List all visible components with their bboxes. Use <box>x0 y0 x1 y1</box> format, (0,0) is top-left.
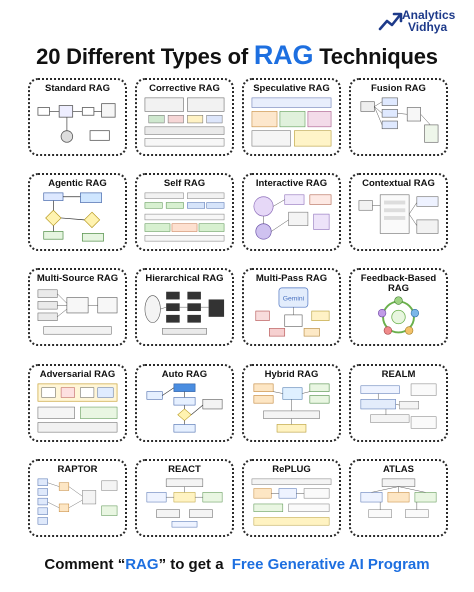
card-corrective-rag[interactable]: Corrective RAG <box>135 78 234 156</box>
card-fusion-rag[interactable]: Fusion RAG <box>349 78 448 156</box>
card-feedback-based-rag[interactable]: Feedback-Based RAG <box>349 268 448 346</box>
card-atlas[interactable]: ATLAS <box>349 459 448 537</box>
title-prefix: 20 Different Types of <box>36 44 248 69</box>
card-title: RAPTOR <box>57 464 98 475</box>
card-title: REALM <box>381 369 416 380</box>
card-title: ATLAS <box>383 464 414 475</box>
card-multi-pass-rag[interactable]: Multi-Pass RAG Gemini <box>242 268 341 346</box>
page-title: 20 Different Types of RAG Techniques <box>0 40 474 71</box>
diagram-thumbnail <box>357 476 440 530</box>
diagram-thumbnail <box>357 295 440 339</box>
diagram-thumbnail <box>357 190 440 244</box>
card-agentic-rag[interactable]: Agentic RAG <box>28 173 127 251</box>
card-title: Hybrid RAG <box>264 369 319 380</box>
card-title: Feedback-Based RAG <box>360 273 437 294</box>
card-title: Speculative RAG <box>253 83 330 94</box>
card-standard-rag[interactable]: Standard RAG <box>28 78 127 156</box>
diagram-thumbnail <box>357 381 440 435</box>
card-self-rag[interactable]: Self RAG <box>135 173 234 251</box>
card-title: Adversarial RAG <box>39 369 116 380</box>
diagram-thumbnail <box>250 476 333 530</box>
analytics-vidhya-logo: Analytics Vidhya <box>378 8 470 36</box>
card-adversarial-rag[interactable]: Adversarial RAG <box>28 364 127 442</box>
cta-middle: ” to get a <box>158 556 224 573</box>
call-to-action: Comment “RAG” to get a Free Generative A… <box>0 556 474 573</box>
brand-name: Analytics Vidhya <box>402 9 455 33</box>
card-title: Interactive RAG <box>255 178 328 189</box>
cta-prefix: Comment “ <box>44 556 126 573</box>
diagram-thumbnail <box>250 95 333 149</box>
card-title: RePLUG <box>272 464 311 475</box>
diagram-thumbnail <box>357 95 440 149</box>
brand-line-2: Vidhya <box>408 20 448 34</box>
card-interactive-rag[interactable]: Interactive RAG <box>242 173 341 251</box>
card-title: Self RAG <box>163 178 206 189</box>
cta-program-link[interactable]: Free Generative AI Program <box>231 556 430 573</box>
card-title: Contextual RAG <box>362 178 435 189</box>
card-multi-source-rag[interactable]: Multi-Source RAG <box>28 268 127 346</box>
diagram-thumbnail <box>143 381 226 435</box>
card-raptor[interactable]: RAPTOR <box>28 459 127 537</box>
card-realm[interactable]: REALM <box>349 364 448 442</box>
card-title: Agentic RAG <box>48 178 107 189</box>
card-title: Fusion RAG <box>371 83 426 94</box>
card-auto-rag[interactable]: Auto RAG <box>135 364 234 442</box>
techniques-grid: Standard RAG Corrective RAG <box>28 78 448 537</box>
card-title: Auto RAG <box>161 369 208 380</box>
card-title: Standard RAG <box>45 83 110 94</box>
card-title: Hierarchical RAG <box>145 273 224 284</box>
title-accent: RAG <box>253 40 314 70</box>
card-contextual-rag[interactable]: Contextual RAG <box>349 173 448 251</box>
diagram-thumbnail <box>36 95 119 149</box>
diagram-thumbnail <box>143 95 226 149</box>
card-title: Multi-Source RAG <box>36 273 119 284</box>
title-suffix: Techniques <box>319 44 438 69</box>
diagram-thumbnail <box>143 190 226 244</box>
diagram-thumbnail <box>143 476 226 530</box>
diagram-thumbnail <box>36 285 119 339</box>
brand-line-1: Analytics <box>402 8 456 22</box>
card-speculative-rag[interactable]: Speculative RAG <box>242 78 341 156</box>
diagram-thumbnail <box>36 476 119 530</box>
diagram-thumbnail <box>143 285 226 339</box>
diagram-thumbnail: Gemini <box>250 285 333 339</box>
card-title: Corrective RAG <box>149 83 220 94</box>
diagram-thumbnail <box>36 381 119 435</box>
card-react[interactable]: REACT <box>135 459 234 537</box>
diagram-thumbnail <box>250 381 333 435</box>
card-title: Multi-Pass RAG <box>255 273 328 284</box>
cta-keyword: RAG <box>125 556 159 573</box>
trend-arrow-icon <box>378 12 403 31</box>
diagram-thumbnail <box>250 190 333 244</box>
card-hierarchical-rag[interactable]: Hierarchical RAG <box>135 268 234 346</box>
card-title: REACT <box>168 464 201 475</box>
card-replug[interactable]: RePLUG <box>242 459 341 537</box>
svg-text:Gemini: Gemini <box>283 295 305 302</box>
diagram-thumbnail <box>36 190 119 244</box>
card-hybrid-rag[interactable]: Hybrid RAG <box>242 364 341 442</box>
